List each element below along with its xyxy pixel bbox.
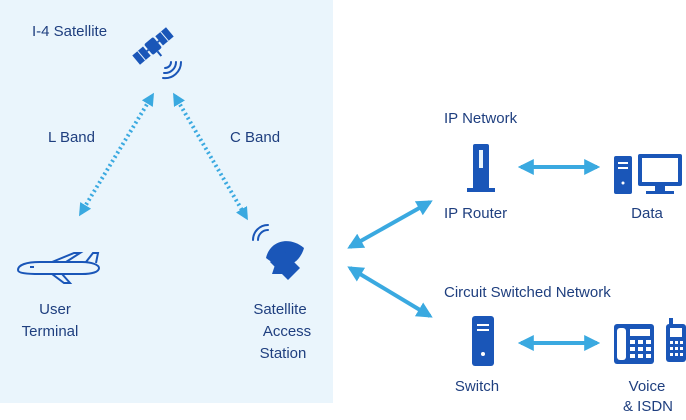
circuit-network-title: Circuit Switched Network bbox=[444, 284, 611, 301]
server-switch-icon bbox=[472, 316, 494, 366]
access-station-label-line3: Station bbox=[259, 345, 307, 362]
c-band-link bbox=[173, 92, 248, 221]
user-terminal-label-line2: Terminal bbox=[21, 323, 79, 340]
satellite-dish-icon bbox=[252, 224, 304, 280]
ip-network-title: IP Network bbox=[444, 110, 518, 127]
c-band-label: C Band bbox=[230, 129, 281, 146]
l-band-link bbox=[79, 92, 154, 217]
satellite-icon bbox=[132, 27, 174, 65]
telephone-icon bbox=[614, 324, 654, 364]
data-label: Data bbox=[631, 205, 663, 222]
voice-label-line2: & ISDN bbox=[622, 398, 674, 415]
ip-router-label: IP Router bbox=[444, 205, 508, 222]
station-to-circuit-arrow bbox=[347, 266, 433, 318]
airplane-icon bbox=[16, 252, 101, 284]
voice-label-line1: Voice bbox=[628, 378, 666, 395]
l-band-label: L Band bbox=[48, 129, 95, 146]
user-terminal-label-line1: User bbox=[39, 301, 71, 318]
switch-label: Switch bbox=[454, 378, 500, 395]
signal-waves-icon bbox=[162, 61, 183, 80]
access-station-label-line1: Satellite bbox=[253, 301, 307, 318]
station-to-ip-arrow bbox=[347, 200, 433, 249]
access-station-label-line2: Access bbox=[262, 323, 312, 340]
computer-icon bbox=[614, 154, 682, 194]
satellite-label: I-4 Satellite bbox=[32, 23, 108, 40]
router-icon bbox=[467, 144, 495, 192]
mobile-phone-icon bbox=[666, 318, 686, 362]
